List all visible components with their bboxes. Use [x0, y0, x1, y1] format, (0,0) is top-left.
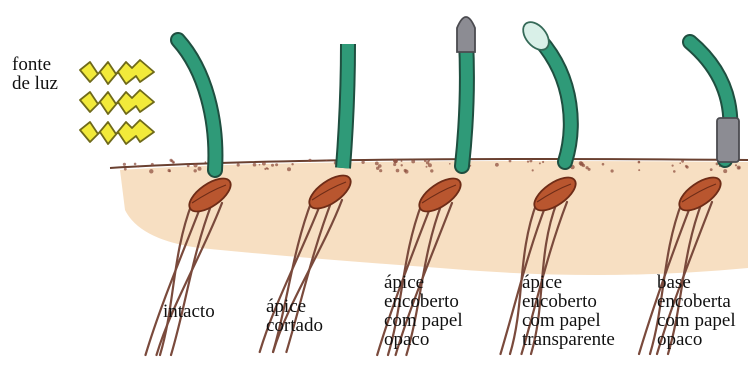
light-source-label: fonte de luz	[12, 55, 58, 93]
soil-speck	[275, 163, 278, 166]
soil-speck	[149, 169, 153, 173]
soil-speck	[123, 163, 126, 166]
soil-speck	[738, 167, 740, 169]
soil-speck	[393, 163, 396, 166]
soil-speck	[424, 160, 427, 163]
soil-speck	[361, 161, 364, 164]
soil-speck	[529, 159, 532, 162]
soil-speck	[259, 164, 261, 166]
soil-speck	[449, 163, 451, 165]
soil-speck	[375, 162, 379, 166]
soil-speck	[151, 163, 154, 166]
soil-speck	[237, 163, 240, 166]
soil-speck	[495, 163, 499, 167]
soil-speck	[672, 165, 674, 167]
light-arrow-shape	[80, 90, 154, 114]
soil-speck	[588, 168, 591, 171]
soil-speck	[673, 170, 676, 173]
soil-speck	[411, 160, 415, 164]
soil-speck	[396, 169, 400, 173]
soil-speck	[405, 170, 409, 174]
soil-speck	[264, 168, 266, 170]
soil-speck	[193, 163, 197, 167]
soil-speck	[379, 169, 382, 172]
soil-speck	[173, 162, 175, 164]
light-arrow-shape	[80, 120, 154, 144]
soil-speck	[267, 168, 269, 170]
soil-speck	[401, 164, 403, 166]
soil-speck	[430, 169, 433, 172]
soil-speck	[134, 163, 137, 166]
soil-speck	[723, 169, 727, 173]
soil-speck	[137, 165, 139, 167]
soil-speck	[509, 160, 512, 163]
light-arrow-shape	[80, 60, 154, 84]
soil-speck	[198, 167, 202, 171]
seedling-label-tip-transparent-cap: ápice encoberto com papel transparente	[522, 273, 615, 349]
soil-speck	[262, 162, 266, 166]
soil-area	[120, 161, 748, 275]
soil-speck	[253, 163, 257, 167]
opaque-cap-icon	[457, 17, 475, 52]
soil-speck	[638, 161, 641, 164]
soil-speck	[205, 161, 207, 163]
soil-speck	[308, 159, 311, 162]
opaque-sleeve-icon	[717, 118, 739, 162]
seedling-label-intact: intacto	[163, 302, 215, 321]
soil-speck	[378, 164, 382, 168]
soil-speck	[393, 159, 397, 163]
light-arrow-icon	[80, 120, 154, 144]
soil-speck	[169, 170, 171, 172]
soil-speck	[539, 162, 541, 164]
stem	[462, 40, 467, 166]
soil-speck	[271, 164, 274, 167]
soil-speck	[542, 161, 544, 163]
seedling-label-base-opaque-sleeve: base encoberta com papel opaco	[657, 273, 736, 349]
soil-speck	[426, 161, 429, 164]
soil-speck	[426, 166, 428, 168]
soil-speck	[401, 160, 403, 162]
soil-speck	[710, 168, 713, 171]
soil-speck	[532, 169, 534, 171]
stem	[343, 44, 348, 168]
soil-speck	[124, 168, 127, 171]
soil-speck	[681, 160, 684, 163]
light-arrow-icon	[80, 60, 154, 84]
seedling-label-tip-cut: ápice cortado	[266, 297, 323, 335]
soil-speck	[686, 166, 689, 169]
soil-speck	[194, 169, 197, 172]
soil-speck	[679, 162, 681, 164]
soil-speck	[638, 169, 640, 171]
soil-speck	[735, 164, 737, 166]
seedling-label-tip-opaque-cap: ápice encoberto com papel opaco	[384, 273, 463, 349]
soil-speck	[291, 163, 293, 165]
soil-speck	[611, 169, 614, 172]
soil-speck	[527, 161, 529, 163]
soil-speck	[326, 159, 328, 161]
soil-speck	[582, 164, 585, 167]
light-source-arrows	[80, 60, 154, 144]
soil-speck	[287, 167, 291, 171]
soil-speck	[602, 163, 605, 166]
light-arrow-icon	[80, 90, 154, 114]
soil-speck	[187, 164, 190, 167]
